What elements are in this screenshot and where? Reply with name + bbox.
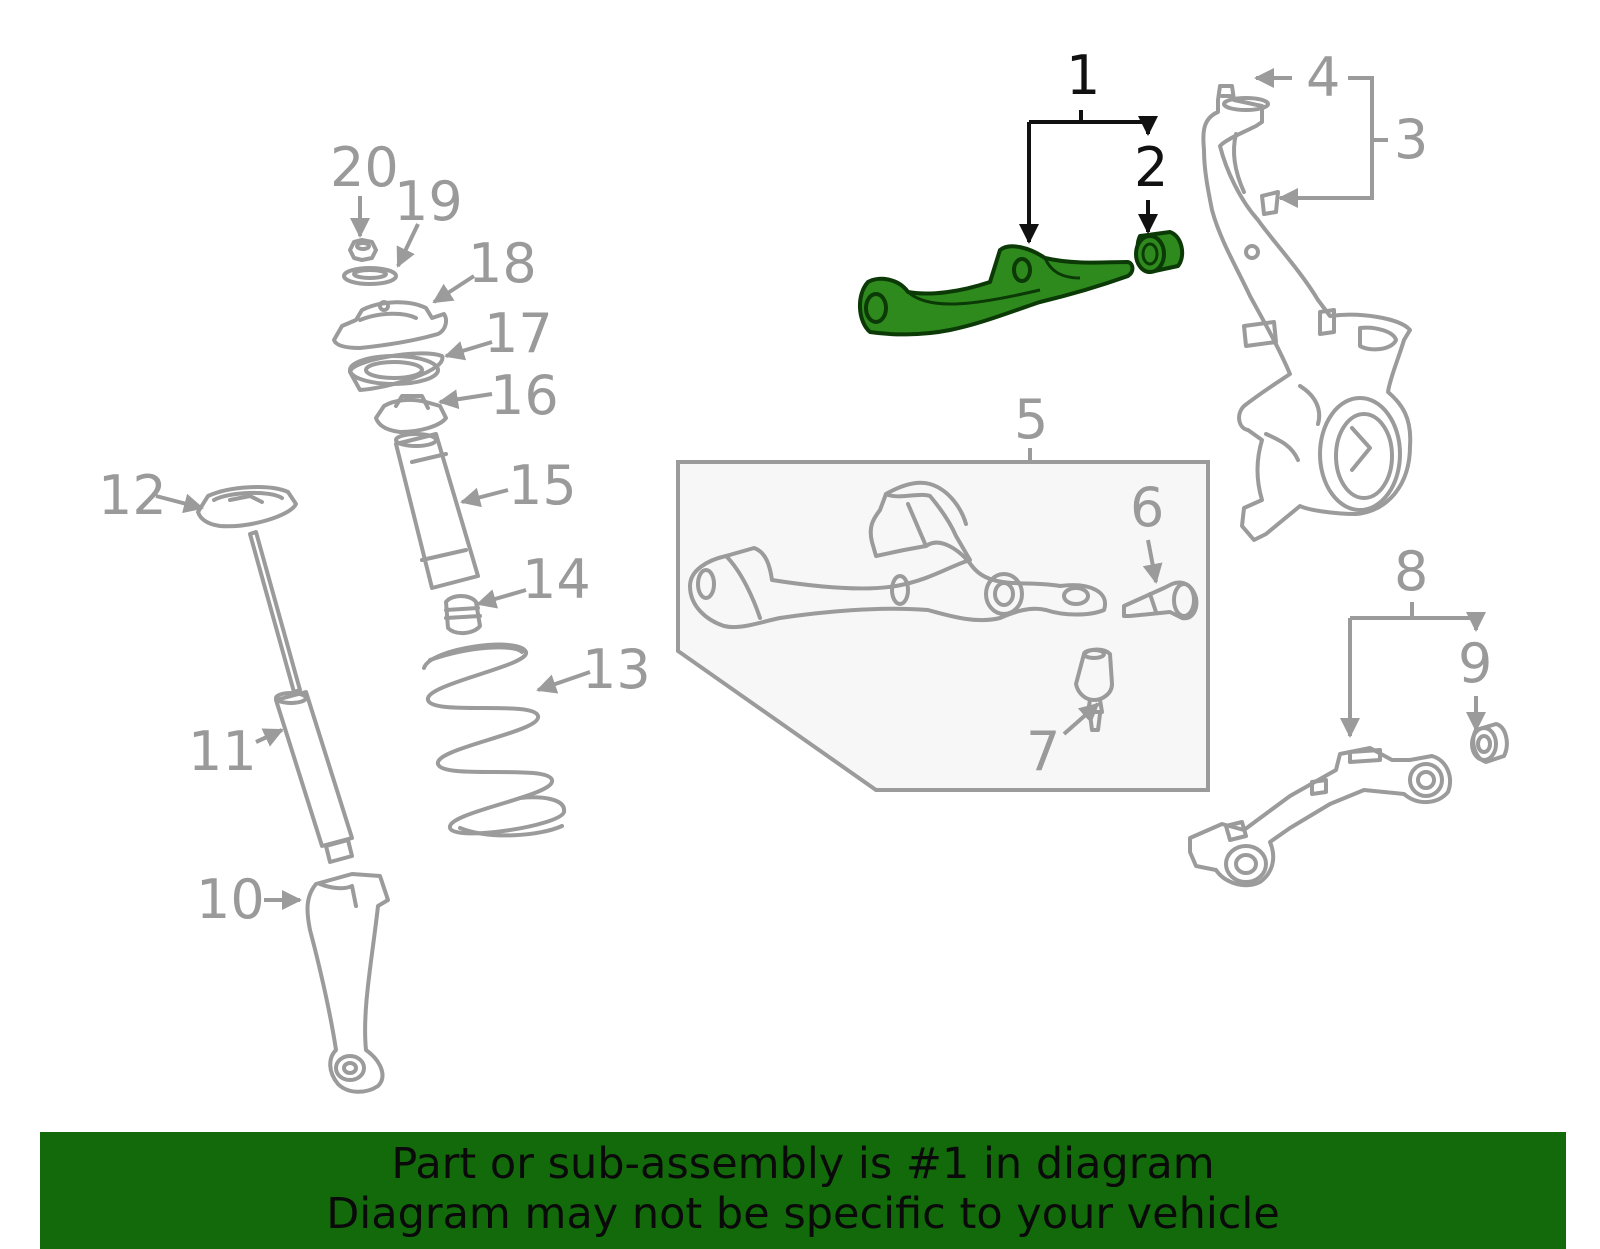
callout-2[interactable]: 2	[1134, 136, 1168, 199]
callout-10[interactable]: 10	[196, 868, 265, 931]
insulator-part-16[interactable]	[374, 394, 448, 434]
callout-9[interactable]: 9	[1458, 632, 1492, 695]
bump-stop-part-14[interactable]	[444, 594, 482, 635]
callout-19[interactable]: 19	[394, 170, 463, 233]
fork-part-10[interactable]	[305, 872, 390, 1094]
strut-mount-part-18[interactable]	[332, 300, 448, 350]
callout-3[interactable]: 3	[1394, 108, 1428, 171]
banner-line-1: Part or sub-assembly is #1 in diagram	[391, 1139, 1215, 1189]
callout-1[interactable]: 1	[1066, 44, 1100, 107]
lower-arm-part-8[interactable]	[1188, 746, 1452, 888]
stud-part-6[interactable]	[1122, 580, 1199, 621]
callout-18[interactable]: 18	[468, 232, 537, 295]
mount-part-12[interactable]	[196, 485, 298, 529]
callout-8[interactable]: 8	[1394, 540, 1428, 603]
callout-4[interactable]: 4	[1306, 46, 1340, 109]
dust-boot-part-15[interactable]	[394, 432, 480, 590]
callout-11[interactable]: 11	[188, 720, 257, 783]
leader-lines	[155, 68, 1476, 910]
callout-17[interactable]: 17	[484, 302, 553, 365]
callout-20[interactable]: 20	[330, 136, 399, 199]
upper-control-arm-part-1[interactable]	[858, 244, 1135, 337]
coil-spring-part-13[interactable]	[422, 642, 566, 838]
callout-5[interactable]: 5	[1014, 388, 1048, 451]
callout-7[interactable]: 7	[1026, 720, 1060, 783]
banner-line-2: Diagram may not be specific to your vehi…	[326, 1189, 1280, 1239]
info-banner: Part or sub-assembly is #1 in diagram Di…	[40, 1132, 1566, 1249]
shock-absorber-part-11[interactable]	[248, 530, 354, 864]
callouts: 1 2 3 4 5 6 7 8 9 10 11 12 13 14 15 16 1…	[98, 44, 1492, 931]
bearing-part-17[interactable]	[348, 351, 445, 392]
nut-part-20[interactable]	[348, 238, 378, 262]
callout-16[interactable]: 16	[490, 364, 559, 427]
callout-15[interactable]: 15	[508, 454, 577, 517]
callout-13[interactable]: 13	[582, 638, 651, 701]
callout-12[interactable]: 12	[98, 464, 167, 527]
steering-knuckle-part-3[interactable]	[1201, 84, 1413, 542]
bushing-part-2[interactable]	[1134, 230, 1185, 274]
washer-part-19[interactable]	[342, 266, 398, 286]
lower-arm-assembly-box-part-5[interactable]	[676, 460, 1210, 792]
callout-14[interactable]: 14	[522, 548, 591, 611]
callout-6[interactable]: 6	[1130, 476, 1164, 539]
